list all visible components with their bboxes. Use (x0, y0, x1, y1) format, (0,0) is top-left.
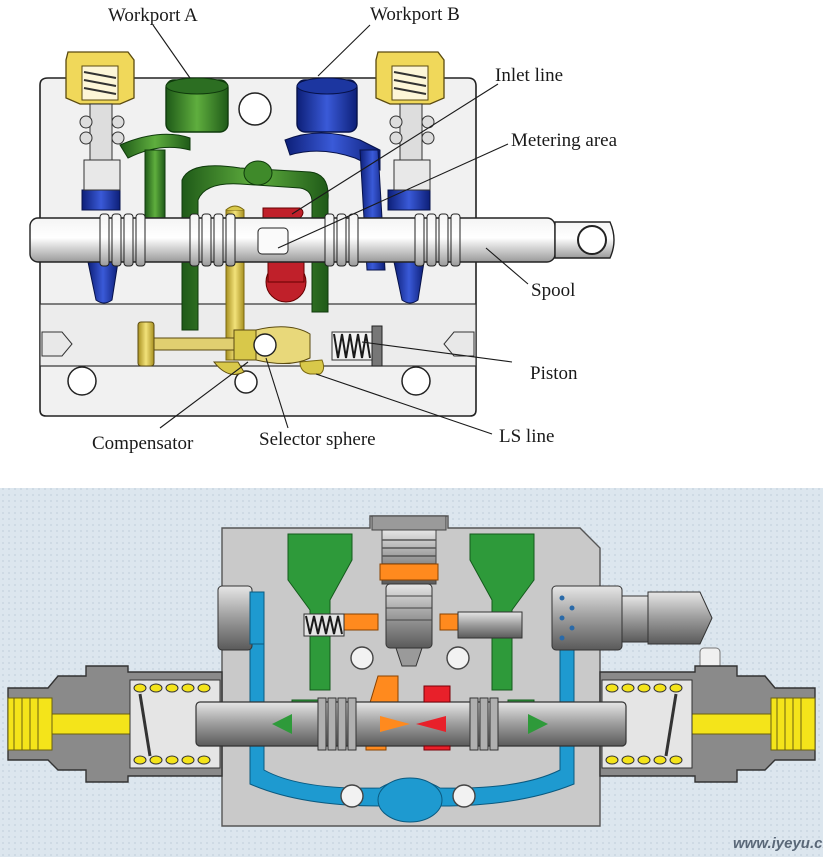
inlet-channel (262, 207, 307, 303)
watermark: www.iyeyu.cn (733, 835, 823, 852)
side-plugs (41, 331, 475, 357)
label-workport-a: Workport A (108, 5, 198, 26)
right-spring-housing (599, 665, 816, 783)
spool (29, 213, 615, 267)
label-piston: Piston (530, 363, 578, 384)
right-solenoid (551, 585, 721, 673)
main-spool (195, 697, 627, 751)
label-workport-b: Workport B (370, 4, 460, 25)
bottom-diagram (0, 488, 823, 857)
check-springs (303, 611, 523, 639)
mounting-holes (67, 92, 431, 396)
piston (331, 325, 383, 367)
relief-valve-right (375, 51, 445, 191)
blue-channels (249, 599, 575, 823)
top-diagram (29, 24, 615, 435)
label-metering-area: Metering area (511, 130, 618, 151)
leader-lines (152, 24, 529, 435)
label-compensator: Compensator (92, 433, 194, 454)
spool-lands (99, 213, 461, 267)
shuttle-cartridge (385, 583, 433, 667)
left-end-cap (217, 585, 265, 651)
compensator (137, 321, 311, 375)
selector-sphere (253, 333, 277, 357)
label-ls-line: LS line (499, 426, 555, 447)
label-selector-sphere: Selector sphere (259, 429, 376, 450)
bottom-holes (340, 646, 476, 808)
left-spring-housing (7, 665, 223, 783)
red-insert (423, 685, 451, 751)
label-inlet-line: Inlet line (495, 65, 564, 86)
relief-valve-left (65, 51, 135, 191)
label-spool: Spool (531, 280, 576, 301)
